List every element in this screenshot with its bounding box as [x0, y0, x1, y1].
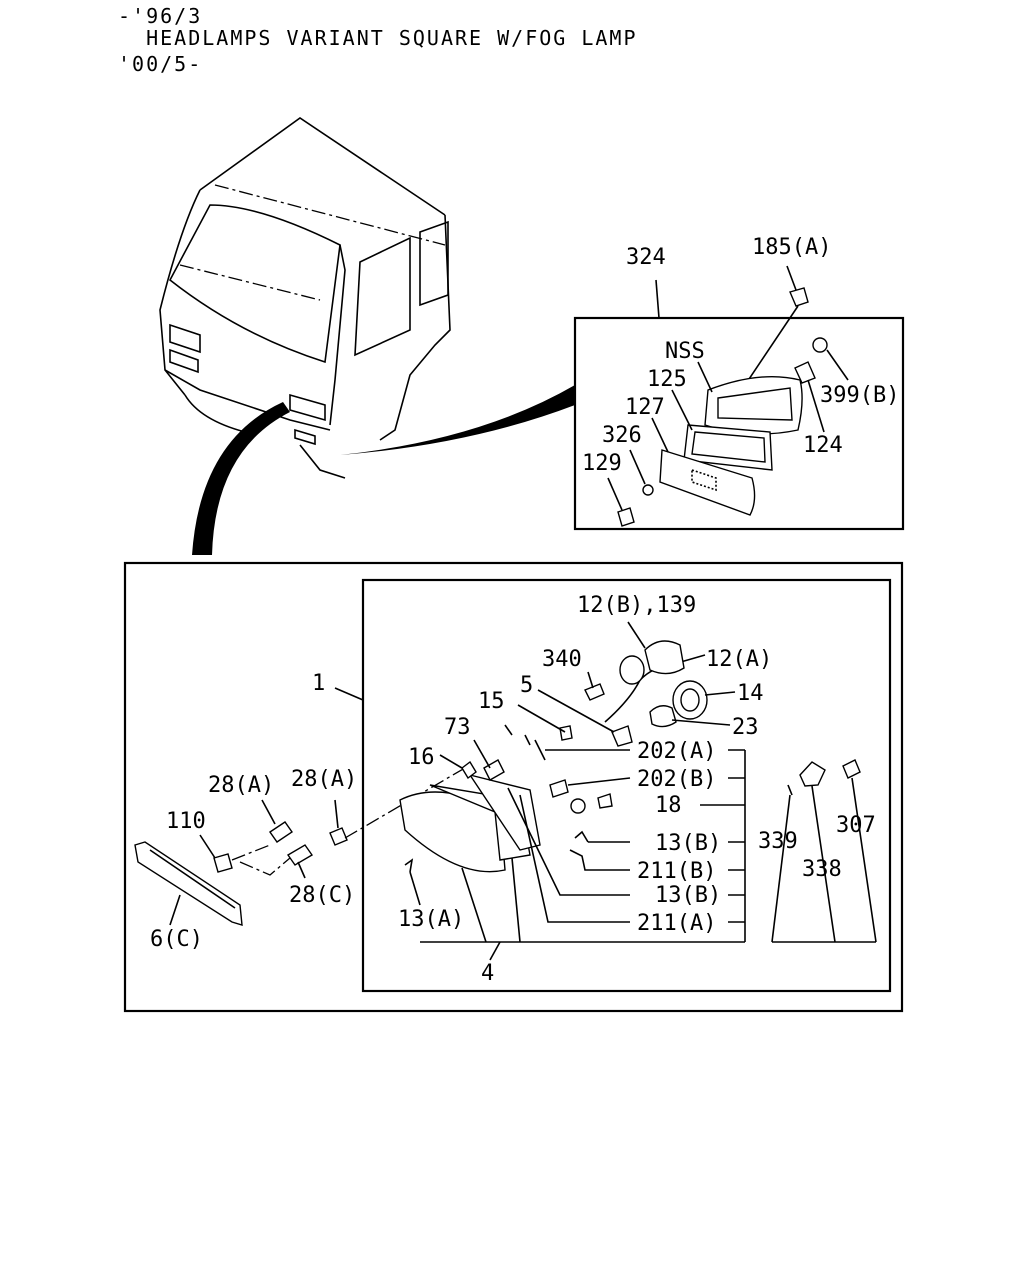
bolt-28a-2: [329, 827, 348, 846]
callout-1: 1: [312, 671, 325, 696]
bracket-338: [799, 761, 826, 787]
callout-202a: 202(A): [637, 739, 716, 764]
callout-326: 326: [602, 423, 642, 448]
cover-23: [649, 705, 677, 728]
bracket-6c: [134, 841, 243, 926]
callout-73: 73: [444, 715, 471, 740]
callout-125: 125: [647, 367, 687, 392]
header-date-from: -'96/3: [118, 4, 203, 28]
callout-28a-2: 28(A): [291, 767, 357, 792]
adjuster-73: [483, 759, 505, 781]
callout-211a: 211(A): [637, 911, 716, 936]
callout-324: 324: [626, 245, 666, 270]
lens-127: [659, 449, 756, 516]
callout-307: 307: [836, 813, 876, 838]
header-date-to: '00/5-: [118, 52, 203, 76]
detail-box-headlamp-unit-1: [361, 578, 892, 993]
bulb-139: [644, 640, 685, 675]
detail-box-324: [573, 316, 905, 531]
clip-185a: [789, 287, 809, 307]
callout-399b: 399(B): [820, 383, 899, 408]
clip-202a: [534, 739, 546, 761]
callout-6c: 6(C): [150, 927, 203, 952]
callout-23: 23: [732, 715, 759, 740]
callout-124: 124: [803, 433, 843, 458]
socket-399b: [812, 337, 828, 353]
screw-129: [617, 507, 635, 527]
header: -'96/3 HEADLAMPS VARIANT SQUARE W/FOG LA…: [0, 0, 1024, 90]
nut-18: [570, 798, 586, 814]
callout-28a-1: 28(A): [208, 773, 274, 798]
leader-211a: [519, 794, 630, 923]
callout-14: 14: [737, 681, 764, 706]
headlamp-lens-4: [399, 791, 506, 873]
clip-13a: [404, 858, 414, 873]
callout-28c: 28(C): [289, 883, 355, 908]
clip-339: [787, 784, 793, 796]
socket-5: [611, 725, 633, 747]
clip-13b: [574, 830, 589, 843]
callout-16: 16: [408, 745, 435, 770]
screw-307: [842, 759, 861, 779]
callout-211b: 211(B): [637, 859, 716, 884]
callout-swoosh-upper: [340, 385, 575, 455]
ring-12b: [619, 655, 645, 685]
callout-swoosh-lower: [192, 402, 290, 555]
callout-13b-2: 13(B): [655, 883, 721, 908]
clip-202b: [549, 779, 569, 798]
screw-15: [559, 725, 573, 741]
callout-339: 339: [758, 829, 798, 854]
callout-12b-139: 12(B),139: [577, 593, 696, 618]
callout-13b-1: 13(B): [655, 831, 721, 856]
callout-12a: 12(A): [706, 647, 772, 672]
callout-340: 340: [542, 647, 582, 672]
callout-nss: NSS: [665, 339, 705, 364]
detail-box-headlamp: [123, 561, 904, 1013]
screw-16: [461, 760, 477, 780]
callout-338: 338: [802, 857, 842, 882]
screw-340: [584, 683, 605, 701]
washer-326: [642, 484, 654, 496]
pin-211b: [569, 849, 630, 871]
callout-5: 5: [520, 673, 533, 698]
callout-129: 129: [582, 451, 622, 476]
bolt-28c: [286, 844, 314, 866]
leader-13b-2: [507, 787, 630, 896]
callout-202b: 202(B): [637, 767, 716, 792]
callout-127: 127: [625, 395, 665, 420]
header-title: HEADLAMPS VARIANT SQUARE W/FOG LAMP: [118, 26, 638, 50]
callout-13a: 13(A): [398, 907, 464, 932]
callout-110: 110: [166, 809, 206, 834]
callout-185a: 185(A): [752, 235, 831, 260]
callout-15: 15: [478, 689, 505, 714]
nut-110: [213, 853, 233, 873]
truck-cab-illustration: [159, 117, 451, 479]
bulb-124: [794, 361, 816, 384]
callout-4: 4: [481, 961, 494, 986]
bolt-28a-1: [269, 821, 293, 843]
callout-18: 18: [655, 793, 682, 818]
